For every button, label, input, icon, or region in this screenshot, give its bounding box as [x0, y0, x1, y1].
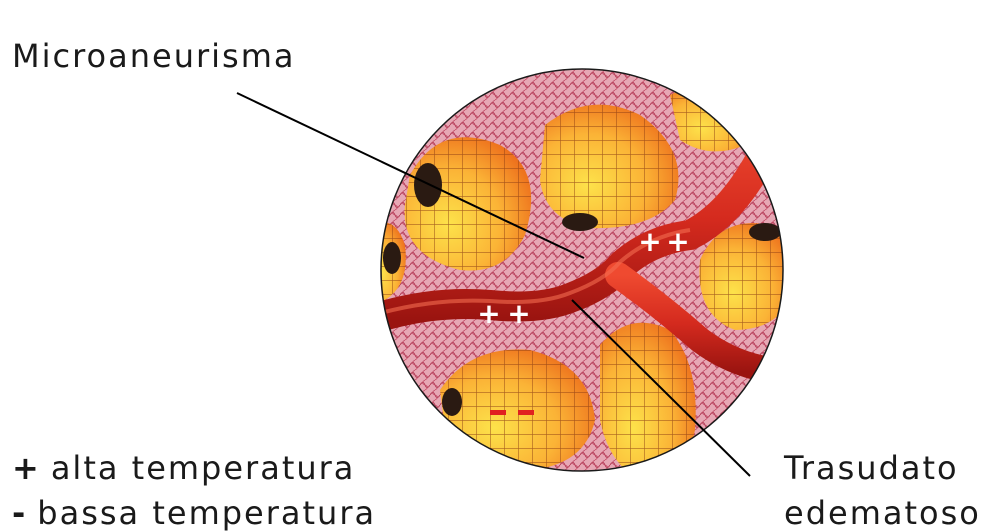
transudate-label-line1: Trasudato — [784, 452, 959, 484]
magnified-tissue-view: + + + + — [370, 68, 796, 485]
low-temp-mark — [518, 410, 534, 415]
high-temp-mark: + — [507, 297, 530, 330]
low-temp-mark — [490, 410, 506, 415]
microaneurysm-label: Microaneurisma — [12, 40, 295, 72]
high-temp-mark: + — [666, 225, 689, 258]
legend-item-high-temp: + alta temperatura — [12, 452, 355, 484]
legend-symbol-plus: + — [12, 449, 41, 487]
high-temp-mark: + — [477, 297, 500, 330]
legend-symbol-minus: - — [12, 494, 27, 532]
legend-text-low-temp: bassa temperatura — [37, 494, 376, 532]
high-temp-mark: + — [638, 225, 661, 258]
transudate-label-line2: edematoso — [784, 497, 981, 529]
legend-item-low-temp: -bassa temperatura — [12, 497, 376, 529]
legend-text-high-temp: alta temperatura — [51, 449, 356, 487]
